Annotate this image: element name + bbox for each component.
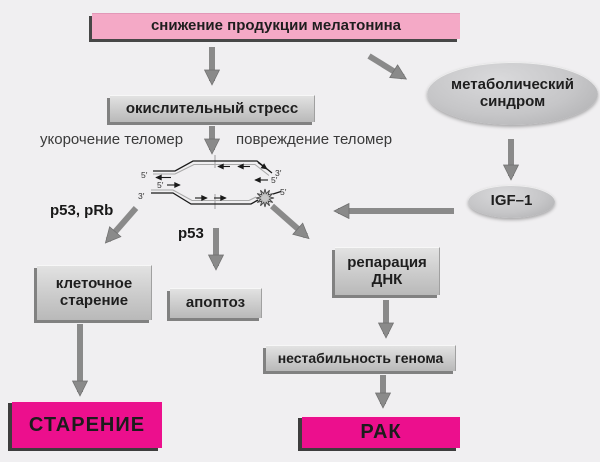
node-genome-instability: нестабильность генома (266, 345, 456, 371)
node-cancer: РАК (302, 415, 460, 448)
dna-strand-top-outer (153, 160, 273, 174)
arrow-melatonin-to-metabolic (367, 53, 403, 80)
dna-label-3prime-left-bottom: 3′ (138, 191, 145, 201)
node-igf1: IGF–1 (468, 185, 555, 218)
node-genome-instability-label: нестабильность генома (277, 349, 444, 366)
label-p53-prb: p53, pRb (50, 202, 114, 219)
node-metabolic-syndrome-line2: синдром (479, 92, 546, 110)
dna-label-5prime-left-top: 5′ (141, 170, 148, 180)
node-cell-senescence: клеточное старение (37, 265, 152, 320)
node-oxidative-stress-label: окислительный стресс (125, 99, 299, 117)
node-igf1-label: IGF–1 (490, 192, 533, 210)
node-dna-repair: репарация ДНК (335, 247, 440, 295)
node-apoptosis-label: апоптоз (185, 294, 246, 312)
arrow-telomeres-to-repair (270, 203, 306, 236)
dna-strand-top-inner (153, 163, 270, 176)
node-melatonin-decrease: снижение продукции мелатонина (92, 13, 460, 39)
node-cancer-label: РАК (360, 421, 402, 444)
dna-strand-bottom-inner (151, 189, 257, 202)
dna-strand-bottom-outer (151, 192, 259, 205)
node-aging-label: СТАРЕНИЕ (28, 413, 146, 436)
node-cell-senescence-line2: старение (59, 292, 129, 309)
label-p53: p53 (178, 225, 204, 242)
label-telomere-shortening: укорочение теломер (40, 131, 184, 148)
dna-label-5prime-left-inner: 5′ (157, 180, 164, 190)
node-metabolic-syndrome-line1: метаболический (451, 76, 574, 93)
node-dna-repair-line2: ДНК (371, 270, 403, 288)
dna-label-3prime-right-top: 3′ (275, 168, 282, 178)
node-melatonin-decrease-label: снижение продукции мелатонина (150, 17, 402, 35)
node-dna-repair-line1: репарация (347, 253, 427, 271)
node-oxidative-stress: окислительный стресс (110, 95, 315, 122)
telomere-damage-burst-icon (255, 188, 275, 208)
telomere-replication-diagram: 5′ 3′ 5′ 3′ 5′ 5′ (138, 155, 287, 209)
node-cell-senescence-line1: клеточное (55, 275, 133, 293)
synthesis-arrow-top-slope (257, 162, 268, 170)
node-metabolic-syndrome: метаболический синдром (427, 62, 598, 125)
dna-label-5prime-right-burst: 5′ (280, 187, 287, 197)
dna-label-5prime-right-inner: 5′ (271, 175, 278, 185)
node-apoptosis: апоптоз (170, 288, 262, 318)
node-aging: СТАРЕНИЕ (12, 400, 162, 448)
arrow-telomeres-to-senescence (108, 206, 139, 240)
label-telomere-damage: повреждение теломер (236, 131, 393, 148)
dna-strand-right-stub (272, 190, 282, 195)
